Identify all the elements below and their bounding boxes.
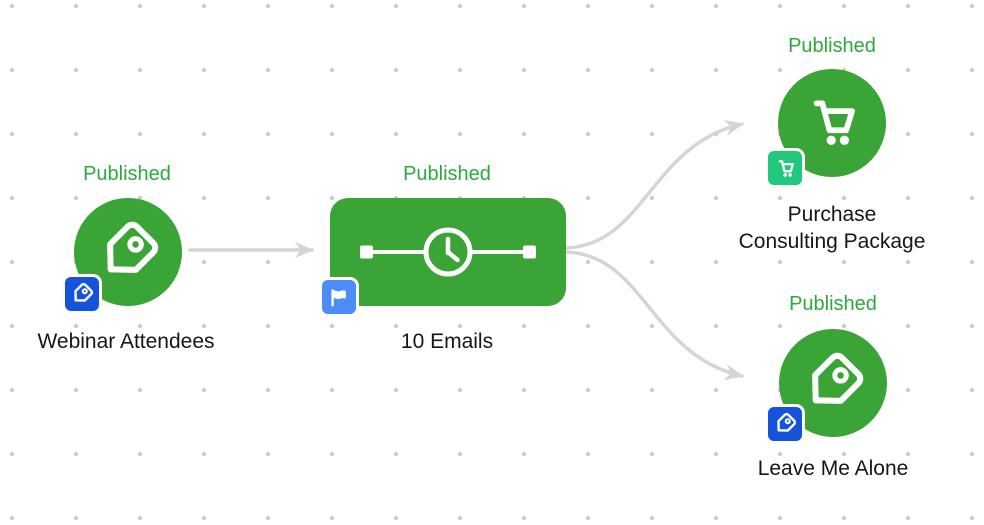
- badge-purchase-cart[interactable]: [765, 148, 805, 188]
- badge-webinar-tag[interactable]: [62, 274, 102, 314]
- label-leave-me-alone: Leave Me Alone: [757, 457, 909, 480]
- badge-leave-tag[interactable]: [765, 404, 805, 444]
- timer-sequence-icon: [360, 227, 536, 277]
- label-purchase-consulting-package: Purchase Consulting Package: [738, 203, 926, 253]
- status-purchase: Published: [788, 35, 876, 57]
- node-10-emails[interactable]: [330, 198, 566, 306]
- connector-emails-to-leave: [564, 250, 744, 380]
- tag-icon: [812, 352, 864, 404]
- cart-icon: [778, 159, 794, 177]
- tag-icon: [777, 412, 797, 432]
- status-leave-me-alone: Published: [789, 293, 877, 315]
- status-10-emails: Published: [403, 163, 491, 185]
- node-leave-me-alone[interactable]: [779, 329, 887, 437]
- badge-emails-flag[interactable]: [319, 277, 359, 317]
- label-webinar-attendees: Webinar Attendees: [37, 330, 215, 353]
- tag-icon: [74, 282, 94, 302]
- flag-icon: [331, 289, 346, 307]
- status-webinar-attendees: Published: [83, 163, 171, 185]
- tag-icon: [107, 221, 159, 273]
- cart-icon: [813, 100, 855, 145]
- label-10-emails: 10 Emails: [400, 330, 494, 353]
- connector-emails-to-purchase: [564, 120, 744, 250]
- node-purchase-consulting-package[interactable]: [778, 69, 886, 177]
